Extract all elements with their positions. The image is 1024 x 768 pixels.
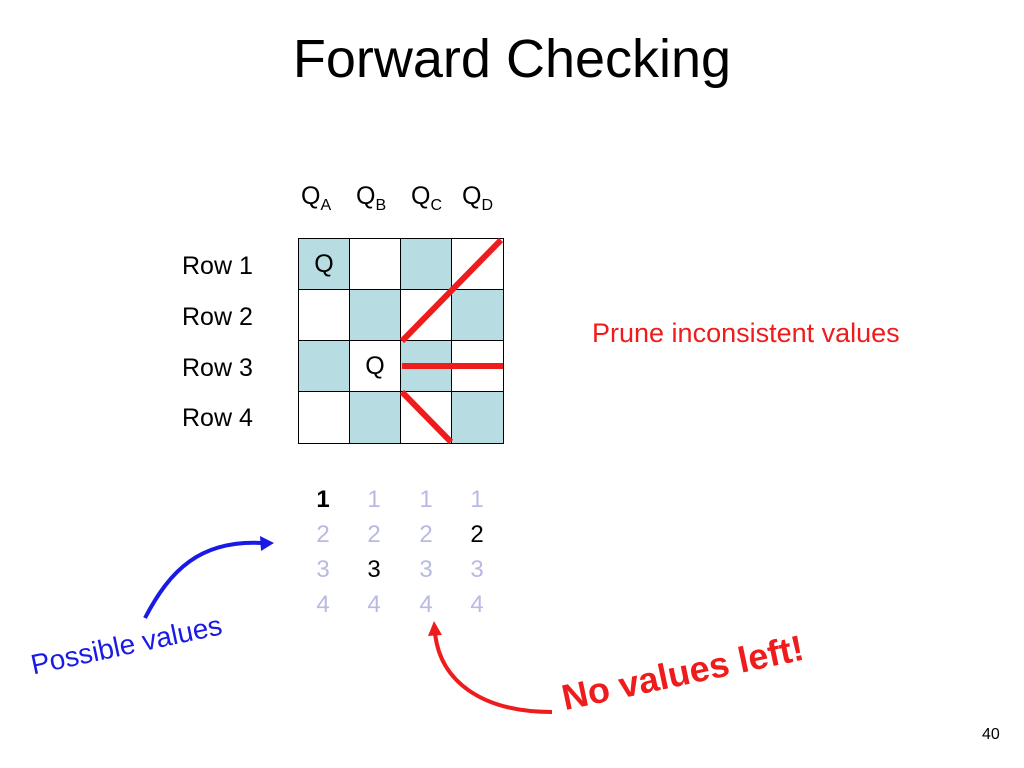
domain-value: 2 — [367, 521, 381, 548]
board-cell: Q — [350, 341, 401, 392]
domain-value: 4 — [367, 591, 381, 618]
column-header-qc: QC — [411, 182, 443, 214]
board-cell — [401, 239, 452, 290]
domain-value: 4 — [419, 591, 433, 618]
row-label-2: Row 2 — [182, 303, 253, 331]
board-cell — [299, 341, 350, 392]
board-cell: Q — [299, 239, 350, 290]
board-cell — [350, 290, 401, 341]
domain-value: 1 — [367, 486, 381, 513]
chess-board: Q Q — [298, 238, 504, 444]
board-cell — [452, 341, 503, 392]
board-cell — [452, 239, 503, 290]
no-values-arrowhead — [428, 621, 442, 636]
domain-column-qa: 1 2 3 4 — [308, 482, 338, 622]
domain-value: 4 — [470, 591, 484, 618]
board-cell — [401, 290, 452, 341]
board-cell — [350, 239, 401, 290]
board-cell — [299, 290, 350, 341]
no-values-left-label: No values left! — [558, 626, 808, 719]
slide-title: Forward Checking — [292, 29, 732, 89]
row-label-3: Row 3 — [182, 354, 253, 382]
domain-value: 1 — [316, 486, 330, 513]
domain-value: 3 — [470, 556, 484, 583]
board-cell — [299, 392, 350, 443]
domain-value: 3 — [419, 556, 433, 583]
domain-value: 1 — [470, 486, 484, 513]
row-label-4: Row 4 — [182, 404, 253, 432]
domain-value: 2 — [419, 521, 433, 548]
board-cell — [350, 392, 401, 443]
domain-column-qc: 1 2 3 4 — [411, 482, 441, 622]
prune-label: Prune inconsistent values — [592, 318, 900, 348]
no-values-arrow — [433, 632, 553, 714]
domain-value: 1 — [419, 486, 433, 513]
domain-value: 2 — [470, 521, 484, 548]
board-cell — [401, 341, 452, 392]
board-cell — [401, 392, 452, 443]
domain-value: 3 — [316, 556, 330, 583]
domain-value: 3 — [367, 556, 381, 583]
possible-values-arrowhead — [260, 536, 274, 551]
page-number: 40 — [982, 726, 1000, 743]
possible-values-arrow — [143, 540, 263, 619]
row-label-1: Row 1 — [182, 252, 253, 280]
domain-column-qb: 1 2 3 4 — [359, 482, 389, 622]
board-cell — [452, 290, 503, 341]
domain-column-qd: 1 2 3 4 — [462, 482, 492, 622]
column-header-qd: QD — [462, 182, 494, 214]
possible-values-label: Possible values — [28, 609, 225, 681]
column-header-qa: QA — [301, 182, 332, 214]
column-header-qb: QB — [356, 182, 387, 214]
board-cell — [452, 392, 503, 443]
domain-value: 4 — [316, 591, 330, 618]
domain-value: 2 — [316, 521, 330, 548]
